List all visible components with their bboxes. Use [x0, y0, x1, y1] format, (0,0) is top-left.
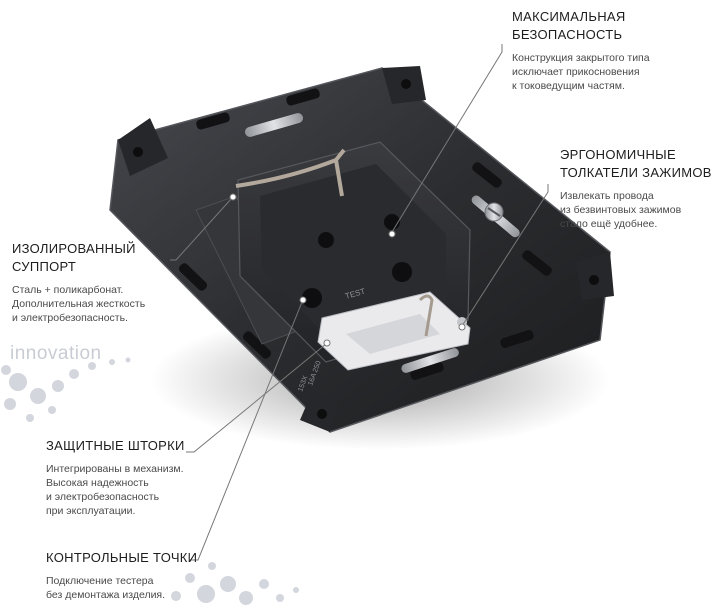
callout-title-line: МАКСИМАЛЬНАЯ: [512, 9, 626, 24]
callout-desc-line: и электробезопасность.: [12, 312, 128, 324]
decorative-dots: [1, 357, 299, 605]
callout-insulated-support: ИЗОЛИРОВАННЫЙ СУППОРТ Сталь + поликарбон…: [12, 240, 182, 325]
callout-title-line: БЕЗОПАСНОСТЬ: [512, 27, 623, 42]
callout-title-line: КОНТРОЛЬНЫЕ ТОЧКИ: [46, 550, 198, 565]
callout-desc-line: Дополнительная жесткость: [12, 298, 146, 310]
callout-desc-line: при эксплуатации.: [46, 505, 136, 517]
innovation-watermark: innovation: [10, 343, 102, 364]
callout-desc-line: из безвинтовых зажимов: [560, 204, 682, 216]
callout-test-points: КОНТРОЛЬНЫЕ ТОЧКИ Подключение тестера бе…: [46, 549, 226, 602]
callout-title-line: ЭРГОНОМИЧНЫЕ: [560, 147, 676, 162]
callout-desc-line: к токоведущим частям.: [512, 80, 625, 92]
callout-title-line: СУППОРТ: [12, 259, 77, 274]
callout-desc-line: исключает прикосновения: [512, 66, 640, 78]
callout-title-line: ЗАЩИТНЫЕ ШТОРКИ: [46, 438, 185, 453]
callout-description: Сталь + поликарбонат. Дополнительная жес…: [12, 283, 182, 325]
callout-desc-line: Извлекать провода: [560, 190, 654, 202]
callout-ergonomic-pushers: ЭРГОНОМИЧНЫЕ ТОЛКАТЕЛИ ЗАЖИМОВ Извлекать…: [560, 146, 718, 231]
callout-title: ЭРГОНОМИЧНЫЕ ТОЛКАТЕЛИ ЗАЖИМОВ: [560, 146, 718, 182]
shutter-insert: [317, 291, 471, 371]
callout-description: Конструкция закрытого типа исключает при…: [512, 51, 716, 93]
callout-description: Извлекать провода из безвинтовых зажимов…: [560, 189, 718, 231]
callout-desc-line: стало ещё удобнее.: [560, 218, 658, 230]
callout-title: ЗАЩИТНЫЕ ШТОРКИ: [46, 437, 226, 455]
callout-desc-line: и электробезопасность: [46, 491, 160, 503]
callout-description: Подключение тестера без демонтажа издели…: [46, 574, 226, 602]
callout-title: КОНТРОЛЬНЫЕ ТОЧКИ: [46, 549, 226, 567]
callout-title: ИЗОЛИРОВАННЫЙ СУППОРТ: [12, 240, 182, 276]
callout-protective-shutters: ЗАЩИТНЫЕ ШТОРКИ Интегрированы в механизм…: [46, 437, 226, 518]
callout-desc-line: Сталь + поликарбонат.: [12, 284, 124, 296]
callout-title: МАКСИМАЛЬНАЯ БЕЗОПАСНОСТЬ: [512, 8, 716, 44]
callout-title-line: ИЗОЛИРОВАННЫЙ: [12, 241, 136, 256]
callout-description: Интегрированы в механизм. Высокая надежн…: [46, 462, 226, 518]
leader-lines: [170, 44, 549, 561]
callout-desc-line: Интегрированы в механизм.: [46, 463, 184, 475]
callout-desc-line: без демонтажа изделия.: [46, 589, 166, 601]
callout-desc-line: Высокая надежность: [46, 477, 149, 489]
callout-desc-line: Конструкция закрытого типа: [512, 52, 650, 64]
callout-max-security: МАКСИМАЛЬНАЯ БЕЗОПАСНОСТЬ Конструкция за…: [512, 8, 716, 93]
callout-desc-line: Подключение тестера: [46, 575, 154, 587]
callout-title-line: ТОЛКАТЕЛИ ЗАЖИМОВ: [560, 165, 712, 180]
